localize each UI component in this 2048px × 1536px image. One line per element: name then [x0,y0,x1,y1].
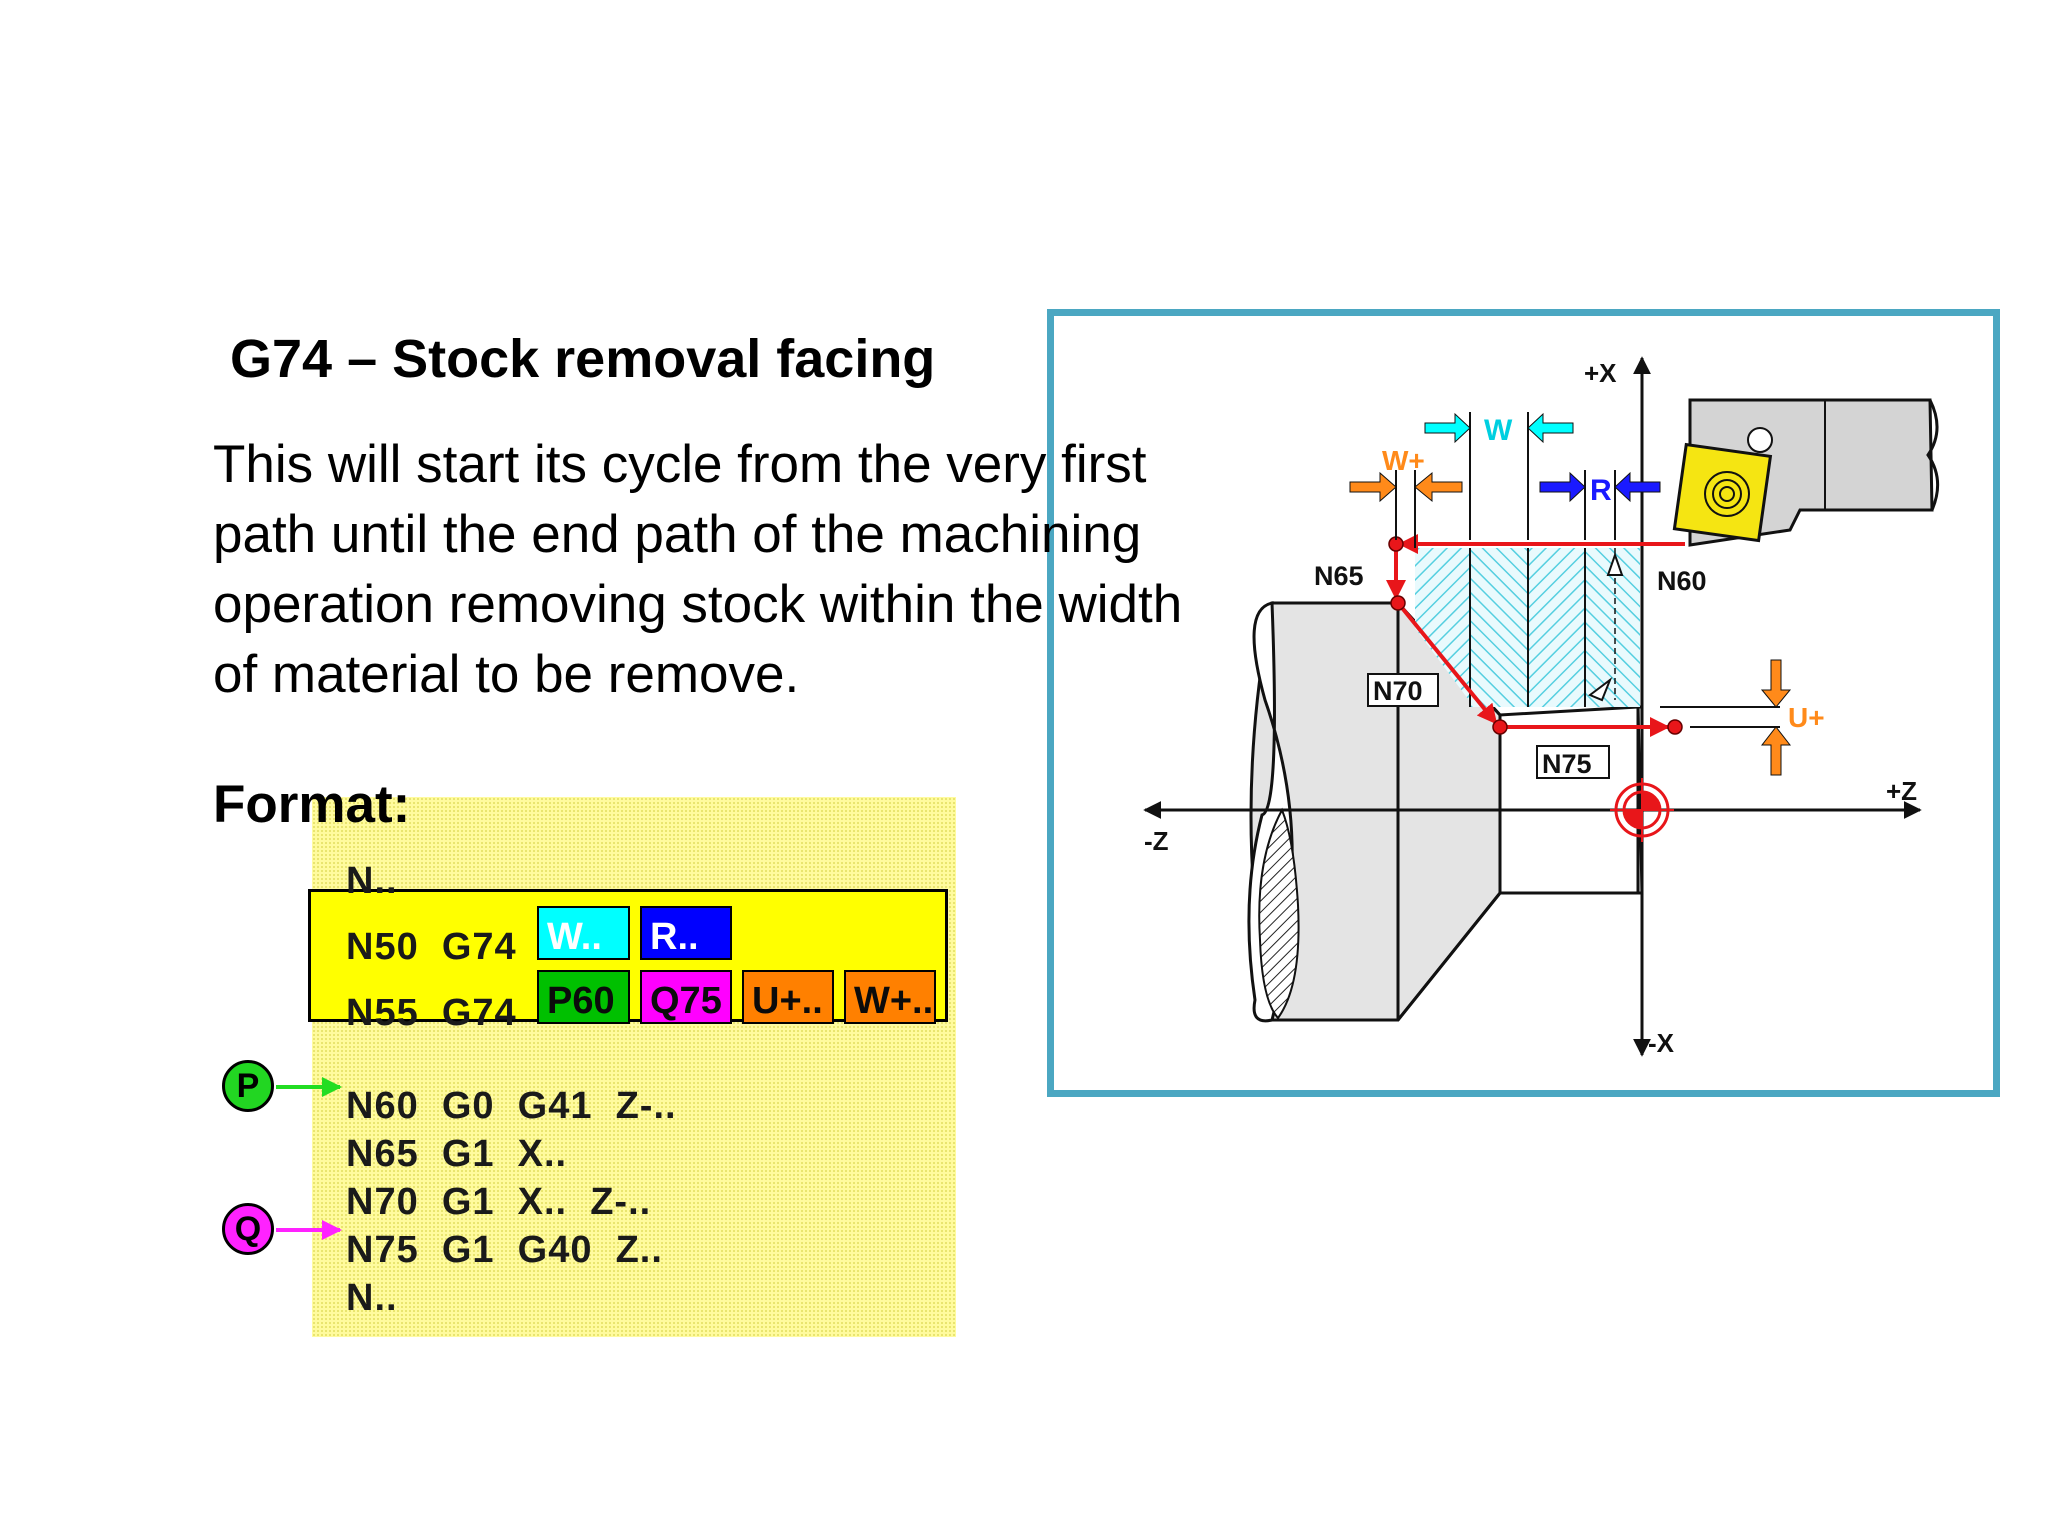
format-label: Format: [213,775,411,834]
toolpath [1386,534,1685,737]
code-line-n70: N70 G1 X.. Z-.. [346,1181,652,1223]
axis-minus-z-label: -Z [1144,826,1169,856]
cutting-tool [1672,398,1940,547]
n70-label: N70 [1373,676,1423,706]
param-r-box: R.. [640,906,732,960]
axis-plus-x-label: +X [1584,358,1617,388]
code-line-n65: N65 G1 X.. [346,1133,568,1175]
param-w-box: W.. [537,906,630,960]
axis-plus-z-label: +Z [1886,776,1917,806]
u-plus-dimension [1660,659,1792,776]
cut-section [1258,807,1300,1020]
w-label: W [1484,414,1513,447]
w-plus-label: W+ [1382,445,1425,476]
r-dimension [1539,470,1661,540]
u-plus-label: U+ [1788,702,1825,733]
w-dimension [1424,412,1574,540]
n60-label: N60 [1657,566,1707,596]
param-p-box: P60 [537,970,630,1024]
param-u-box: U+.. [742,970,834,1024]
code-line-n60: N60 G0 G41 Z-.. [346,1085,677,1127]
origin-symbol [1610,778,1674,842]
code-panel [312,797,956,1337]
code-line-last: N.. [346,1277,398,1319]
code-line-n55: N55 G74 [346,992,517,1034]
code-line-first: N.. [346,860,398,902]
code-line-n75: N75 G1 G40 Z.. [346,1229,663,1271]
r-label: R [1590,474,1612,507]
q-marker: Q [222,1203,274,1255]
p-marker: P [222,1060,274,1112]
description-text: This will start its cycle from the very … [213,435,1183,704]
n75-label: N75 [1542,749,1592,779]
code-line-n50: N50 G74 [346,926,517,968]
axis-minus-x-label: -X [1648,1028,1675,1058]
n65-label: N65 [1314,561,1364,591]
page-title: G74 – Stock removal facing [230,329,936,389]
param-w-plus-box: W+.. [844,970,936,1024]
w-plus-dimension [1349,470,1463,548]
param-q-box: Q75 [640,970,732,1024]
